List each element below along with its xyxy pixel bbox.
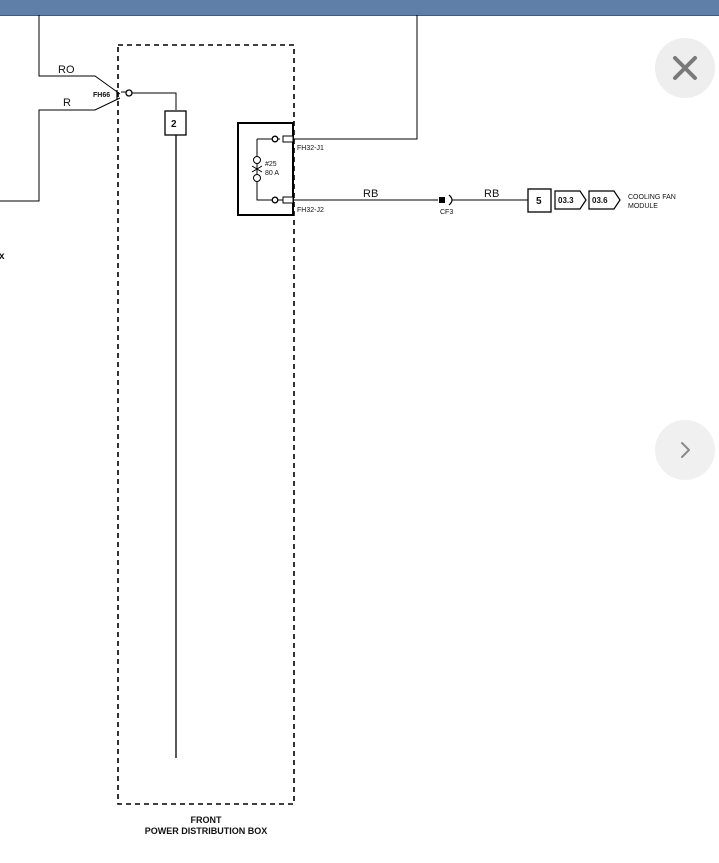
close-button[interactable] xyxy=(655,38,715,98)
clipped-label: x xyxy=(0,251,5,262)
wire-j1 xyxy=(293,15,418,140)
wire-label-rb-2: RB xyxy=(484,188,499,200)
box-label-line1: FRONT xyxy=(191,815,222,825)
ref-1-label: 03.3 xyxy=(558,196,574,205)
connector-label: CF3 xyxy=(440,209,453,216)
busbar xyxy=(132,92,177,110)
splice-fh66 xyxy=(125,89,133,97)
next-button[interactable] xyxy=(655,420,715,480)
fuse-box xyxy=(237,122,294,216)
close-icon xyxy=(673,56,697,80)
wire-r xyxy=(0,97,121,202)
fuse-element xyxy=(251,165,263,173)
ref-03-6-box xyxy=(588,190,621,210)
wire-ro xyxy=(38,15,121,95)
component-label-line1: COOLING FAN xyxy=(628,194,676,201)
component-label-line2: MODULE xyxy=(628,203,658,210)
ref-2-label: 03.6 xyxy=(592,196,608,205)
connector-cf3-male xyxy=(439,197,445,203)
power-distribution-box xyxy=(117,44,295,805)
pin-2-label: 2 xyxy=(171,119,177,130)
viewer-top-bar xyxy=(0,0,719,16)
wire-label-rb-1: RB xyxy=(363,188,378,200)
ref-03-3-box xyxy=(554,190,587,210)
pin-5-label: 5 xyxy=(536,196,542,207)
connector-cf3-female xyxy=(448,194,453,206)
pin-5-box xyxy=(527,188,552,213)
terminal-j1-label: FH32-J1 xyxy=(297,145,324,152)
chevron-right-icon xyxy=(681,442,690,458)
wire-label-ro: RO xyxy=(58,64,75,76)
fuse-number: #25 xyxy=(265,161,277,168)
splice-label: FH66 xyxy=(93,92,110,99)
fuse-rating: 80 A xyxy=(265,170,279,177)
box-label-line2: POWER DISTRIBUTION BOX xyxy=(145,826,268,836)
wire-label-r: R xyxy=(63,97,71,109)
terminal-j2-label: FH32-J2 xyxy=(297,207,324,214)
